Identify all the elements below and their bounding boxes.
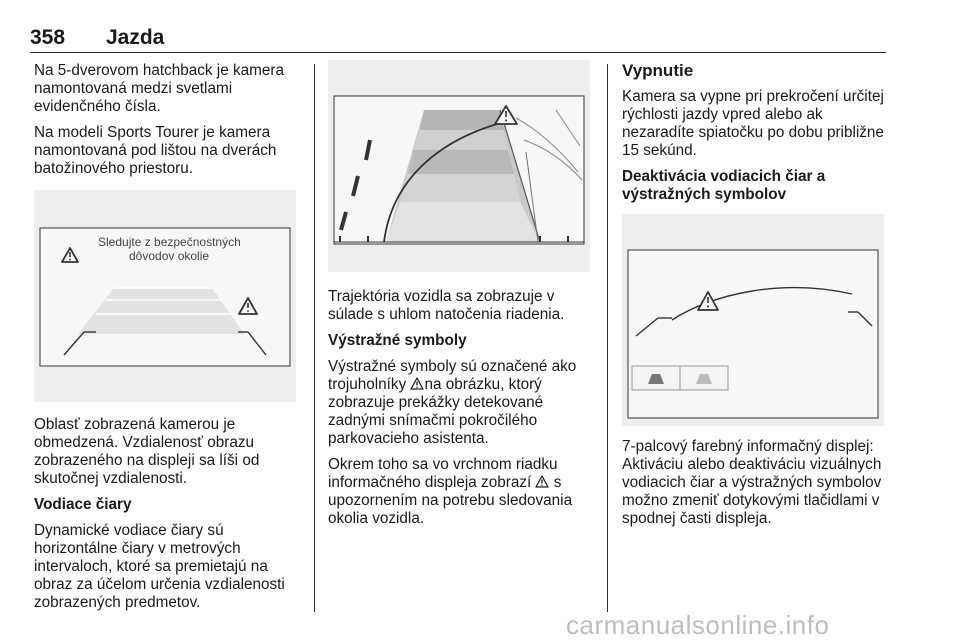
- subheading: Výstražné symboly: [328, 332, 467, 349]
- text-span: Výstražné symboly sú označené ako trojuh…: [328, 358, 577, 393]
- subheading: Vodiace čiary: [34, 496, 132, 513]
- column-1: Na 5-dverovom hatchback je kamera namont…: [34, 62, 306, 620]
- figure-caption-line2: dôvodov okolie: [129, 249, 209, 263]
- page-header: 358 Jazda: [30, 26, 886, 53]
- paragraph: 7-palcový farebný informačný displej: Ak…: [622, 438, 882, 527]
- column-3: Vypnutie Kamera sa vypne pri prekročení …: [622, 62, 888, 536]
- page-number: 358: [30, 26, 66, 49]
- paragraph: Trajektória vozidla sa zobrazuje v súlad…: [328, 288, 565, 323]
- paragraph: Dynamické vodiace čiary sú horizontálne …: [34, 522, 285, 611]
- warning-triangle-icon: [238, 297, 258, 315]
- warning-triangle-icon: [61, 247, 79, 263]
- paragraph: Na modeli Sports Tourer je kamera namont…: [34, 124, 277, 177]
- camera-display-figure: Sledujte z bezpečnostných dôvodov okolie: [34, 190, 296, 402]
- paragraph: Kamera sa vypne pri prekročení určitej r…: [622, 88, 884, 159]
- warning-triangle-icon: [410, 377, 425, 390]
- guidelines-toggle-figure: [622, 214, 884, 426]
- column-2: Trajektória vozidla sa zobrazuje v súlad…: [328, 60, 592, 536]
- paragraph: Okrem toho sa vo vrchnom riadku informač…: [328, 456, 592, 528]
- figure-caption-line1: Sledujte z bezpečnostných: [98, 235, 241, 249]
- paragraph: Na 5-dverovom hatchback je kamera namont…: [34, 62, 284, 115]
- text-span: s upozornením na potrebu sledovania okol…: [328, 474, 573, 527]
- column-divider: [314, 64, 315, 612]
- watermark: carmanualsonline.info: [566, 610, 830, 640]
- trajectory-figure: [328, 60, 590, 272]
- page-section-title: Jazda: [106, 26, 165, 49]
- column-divider: [607, 64, 608, 612]
- guidelines-toggle-button: [648, 374, 664, 384]
- warning-triangle-icon: [697, 291, 719, 311]
- warning-triangle-icon: [494, 105, 518, 125]
- warning-triangle-icon: [535, 475, 550, 488]
- text-span: na obrázku, ktorý zobrazuje prekážky det…: [328, 376, 544, 447]
- warning-symbols-toggle-button: [696, 374, 712, 384]
- section-heading: Vypnutie: [622, 61, 694, 80]
- paragraph: Výstražné symboly sú označené ako trojuh…: [328, 358, 592, 448]
- text-span: Okrem toho sa vo vrchnom riadku informač…: [328, 456, 558, 491]
- paragraph: Oblasť zobrazená kamerou je obmedzená. V…: [34, 416, 260, 487]
- subheading: Deaktivácia vodiacich čiar a výstražných…: [622, 168, 826, 203]
